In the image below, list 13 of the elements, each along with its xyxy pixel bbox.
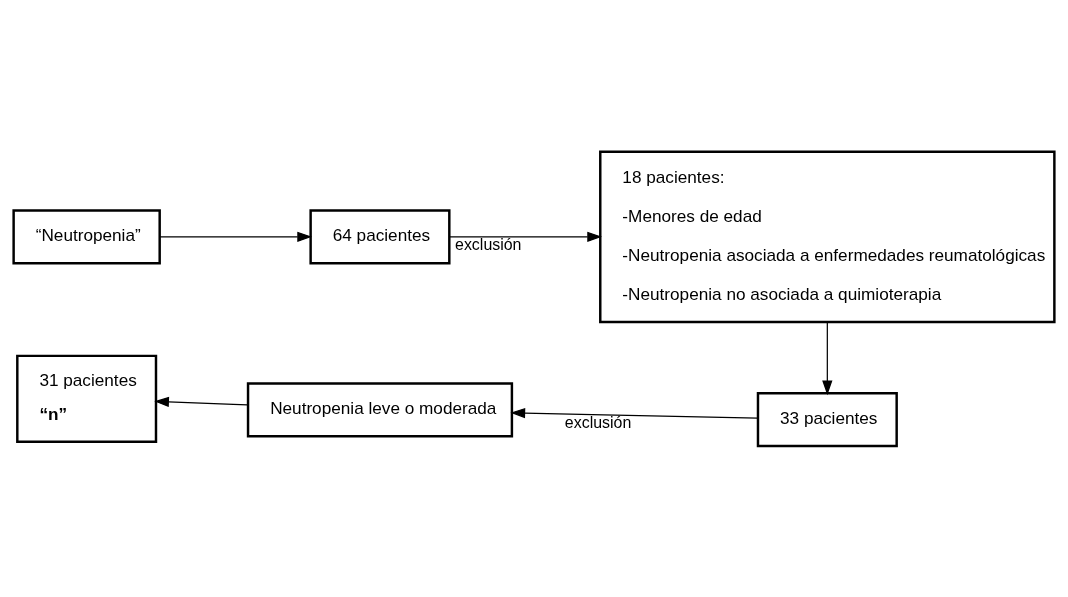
node-box: 64 pacientes bbox=[309, 208, 451, 264]
node-box: Neutropenia leve o moderada bbox=[246, 381, 514, 437]
node-box: 33 pacientes bbox=[756, 391, 898, 447]
arrow bbox=[510, 407, 759, 419]
arrow bbox=[154, 396, 249, 407]
edge-label: exclusión bbox=[455, 235, 522, 253]
arrow bbox=[449, 231, 603, 242]
node-box: “Neutropenia” bbox=[12, 208, 161, 264]
edge-label: exclusión bbox=[564, 413, 632, 431]
arrow bbox=[159, 231, 313, 242]
node-box: 18 pacientes: -Menores de edad -Neutropenia asociada a enfermedades reumatológicas -Neutropenia no asociada a quimioterapia bbox=[599, 149, 1056, 323]
arrow bbox=[822, 320, 833, 395]
node-box: 31 pacientes “n” bbox=[16, 354, 158, 443]
